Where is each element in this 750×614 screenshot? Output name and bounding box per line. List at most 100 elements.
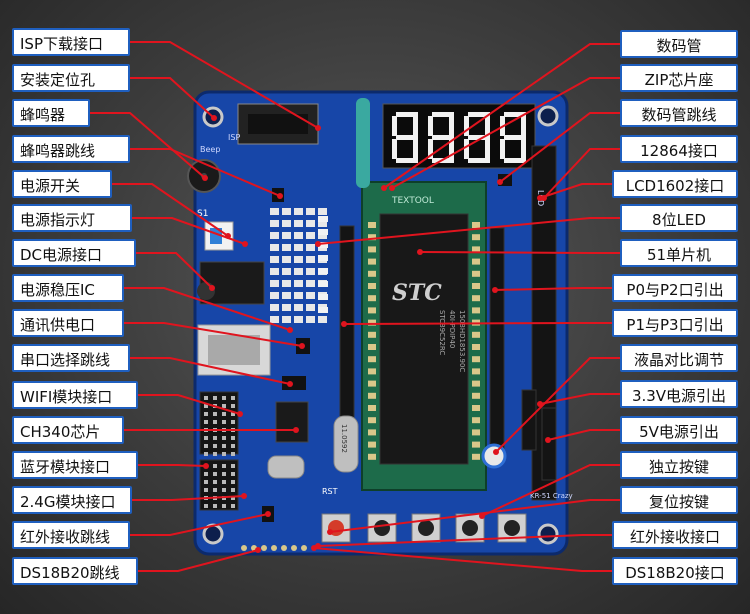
header-pin	[204, 420, 208, 424]
header-pin	[213, 420, 217, 424]
socket-pin	[472, 356, 480, 363]
brand-silk: KR-51 Crazy	[530, 492, 573, 500]
header-pin	[213, 464, 217, 468]
right-label-8: P1与P3口引出	[612, 309, 738, 337]
led-smd	[318, 255, 328, 261]
resistor	[318, 220, 327, 227]
socket-pin	[472, 441, 480, 448]
left-label-4: 电源开关	[12, 170, 112, 198]
header-pin	[231, 480, 235, 484]
callout-line-left-7	[124, 287, 291, 331]
contrast-pot-icon	[481, 443, 507, 469]
socket-pin	[368, 319, 376, 326]
resistor	[306, 316, 315, 323]
header-pin	[213, 436, 217, 440]
callout-line-left-15	[138, 549, 259, 572]
resistor	[318, 316, 327, 323]
socket-pin	[472, 222, 480, 228]
header-pin	[204, 412, 208, 416]
socket-pin	[368, 222, 376, 228]
left-label-2: 蜂鸣器	[12, 99, 90, 127]
led-smd	[318, 294, 328, 300]
callout-dot-right-11	[545, 437, 551, 443]
right-label-15: DS18B20接口	[612, 557, 738, 585]
callout-dot-right-0	[381, 185, 387, 191]
header-pin	[204, 444, 208, 448]
header-pin	[204, 472, 208, 476]
resistor	[270, 304, 279, 311]
callout-dot-left-2	[202, 175, 208, 181]
left-label-7: 电源稳压IC	[12, 274, 124, 302]
header-pin	[222, 452, 226, 456]
socket-pin	[472, 392, 480, 399]
header-pin	[222, 472, 226, 476]
resistor	[270, 316, 279, 323]
resistor	[294, 232, 303, 239]
right-label-11: 5V电源引出	[620, 416, 738, 444]
crystal-silk: 11.0592	[340, 424, 348, 453]
callout-dot-right-12	[479, 513, 485, 519]
seg-1-0	[432, 112, 454, 117]
led-smd	[318, 242, 328, 248]
callout-dot-left-9	[287, 381, 293, 387]
callout-line-right-12	[481, 464, 620, 517]
callout-dot-right-15	[311, 545, 317, 551]
callout-line-right-9	[495, 357, 620, 453]
socket-pin	[472, 380, 480, 387]
callout-line-right-10	[539, 393, 620, 405]
right-label-7: P0与P2口引出	[612, 274, 738, 302]
left-label-15: DS18B20跳线	[12, 557, 138, 585]
socket-pin	[368, 380, 376, 387]
seg-2-2	[485, 116, 490, 136]
header-pin	[222, 464, 226, 468]
callout-dot-left-0	[315, 125, 321, 131]
socket-pin	[368, 392, 376, 399]
header-pin	[231, 472, 235, 476]
callout-line-right-15	[313, 547, 612, 572]
resistor	[294, 304, 303, 311]
resistor	[282, 232, 291, 239]
socket-pin	[368, 295, 376, 302]
left-label-13: 2.4G模块接口	[12, 486, 132, 514]
socket-pin	[368, 246, 376, 253]
socket-pin	[472, 453, 480, 460]
resistor	[270, 232, 279, 239]
left-label-3: 蜂鸣器跳线	[12, 135, 130, 163]
right-label-6: 51单片机	[620, 239, 738, 267]
callout-dot-right-4	[537, 195, 543, 201]
jumper-uart	[282, 376, 306, 390]
tact-buttons	[321, 513, 527, 543]
header-pin	[222, 504, 226, 508]
chip-logo: STC	[392, 280, 442, 306]
callout-dot-right-10	[537, 401, 543, 407]
callout-dot-right-1	[389, 185, 395, 191]
resistor	[282, 304, 291, 311]
resistor	[306, 280, 315, 287]
seg-0-5	[413, 139, 418, 159]
socket-brand: TEXTOOL	[391, 196, 434, 206]
header-pin	[213, 504, 217, 508]
mount-hole-icon	[537, 105, 559, 127]
right-label-4: LCD1602接口	[612, 170, 738, 198]
seg-2-3	[468, 135, 490, 140]
seg-2-5	[485, 139, 490, 159]
callout-line-left-4	[112, 183, 229, 237]
chip-code: 1508HD1853.90C	[458, 310, 466, 372]
socket-pin	[368, 453, 376, 460]
button-cap-1	[374, 520, 390, 536]
socket-pin	[368, 234, 376, 241]
seg-2-6	[468, 158, 490, 163]
callout-dot-left-11	[293, 427, 299, 433]
crystal	[333, 415, 359, 473]
header-pin	[222, 436, 226, 440]
bottom-pin	[241, 545, 247, 551]
resistor	[294, 280, 303, 287]
left-label-0: ISP下载接口	[12, 28, 130, 56]
callout-dot-right-8	[341, 321, 347, 327]
callout-line-right-0	[383, 43, 620, 189]
resistor	[306, 220, 315, 227]
resistor	[282, 280, 291, 287]
callout-line-right-2	[499, 112, 620, 183]
s1-silk: S1	[197, 209, 208, 219]
